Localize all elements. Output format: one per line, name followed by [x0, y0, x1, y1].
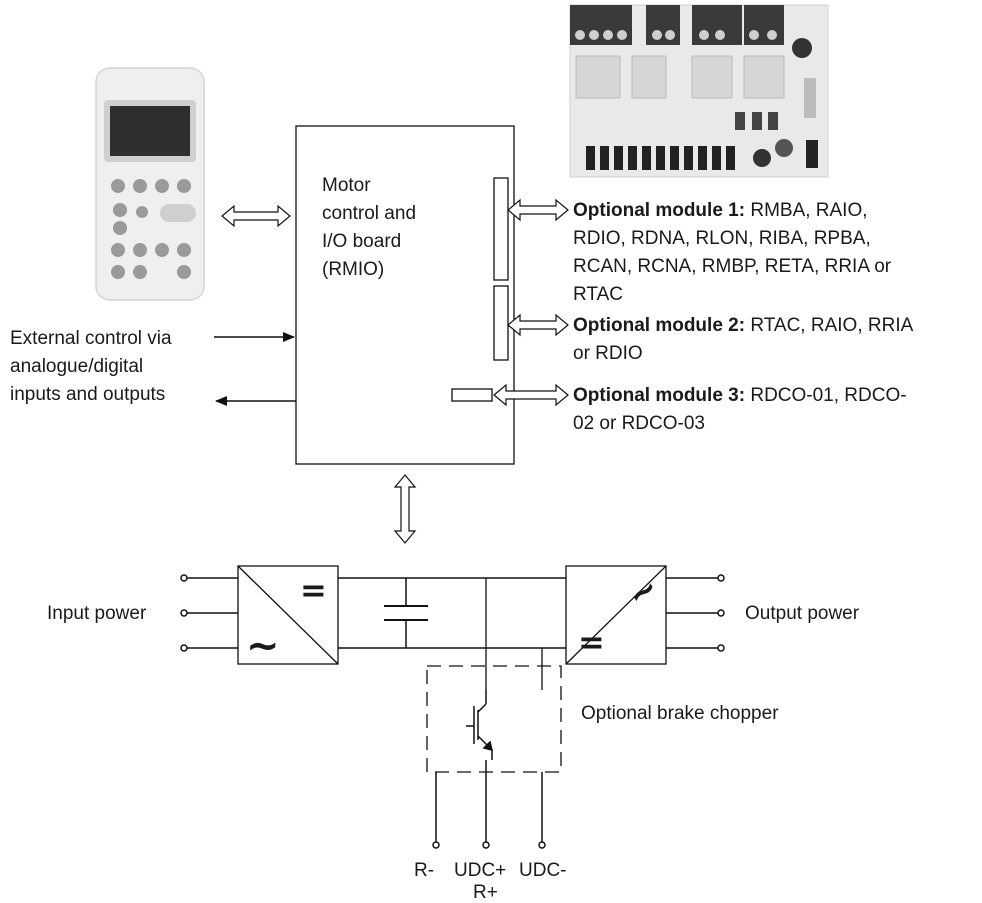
svg-text:RTAC: RTAC [573, 284, 623, 305]
svg-text:inputs and outputs: inputs and outputs [10, 384, 165, 405]
svg-text:=: = [578, 623, 605, 661]
input-power-label: Input power [47, 603, 147, 624]
svg-text:I/O board: I/O board [322, 231, 401, 252]
svg-text:RDIO, RDNA, RLON, RIBA, RPBA,: RDIO, RDNA, RLON, RIBA, RPBA, [573, 228, 871, 249]
optional-module-3-label: Optional module 3: RDCO-01, RDCO- 02 or … [573, 385, 907, 434]
panel-board-link-arrow [221, 204, 291, 228]
module-slot-2 [493, 285, 509, 361]
optional-module-1-label: Optional module 1: RMBA, RAIO, RDIO, RDN… [573, 200, 892, 305]
svg-text:Optional module 1: RMBA, RAIO,: Optional module 1: RMBA, RAIO, [573, 200, 868, 221]
board-power-link-arrow [393, 474, 417, 544]
brake-chopper-label: Optional brake chopper [581, 703, 779, 724]
svg-text:~: ~ [246, 623, 280, 669]
svg-text:RCAN, RCNA, RMBP, RETA, RRIA o: RCAN, RCNA, RMBP, RETA, RRIA or [573, 256, 892, 277]
svg-text:or RDIO: or RDIO [573, 343, 643, 364]
terminal-labels: R- UDC+ UDC- R+ [414, 860, 567, 903]
svg-text:Optional module 3: RDCO-01, RD: Optional module 3: RDCO-01, RDCO- [573, 385, 907, 406]
svg-text:02 or RDCO-03: 02 or RDCO-03 [573, 413, 705, 434]
output-power-label: Output power [745, 603, 860, 624]
svg-text:R+: R+ [473, 882, 498, 903]
svg-text:UDC+: UDC+ [454, 860, 506, 881]
rdco-module-image [569, 4, 829, 178]
output-power-lines [666, 574, 725, 652]
svg-text:=: = [300, 571, 327, 609]
input-power-lines [180, 574, 238, 652]
svg-text:Optional module 2: RTAC, RAIO,: Optional module 2: RTAC, RAIO, RRIA [573, 315, 914, 336]
module-3-link-arrow [493, 383, 569, 407]
external-control-label: External control via analogue/digital in… [10, 328, 172, 405]
svg-text:Motor: Motor [322, 175, 371, 196]
module-slot-3 [451, 388, 493, 402]
svg-text:R-: R- [414, 860, 434, 881]
igbt-transistor-symbol [466, 690, 494, 760]
dc-link-capacitor [384, 605, 428, 621]
module-1-link-arrow [507, 198, 569, 222]
module-slot-1 [493, 177, 509, 281]
svg-text:External control via: External control via [10, 328, 172, 349]
svg-text:UDC-: UDC- [519, 860, 567, 881]
brake-chopper-box [426, 578, 562, 773]
inverter-block: ~ = [565, 565, 667, 665]
optional-module-2-label: Optional module 2: RTAC, RAIO, RRIA or R… [573, 315, 914, 364]
brake-terminal-lines [432, 760, 546, 849]
control-panel-image [95, 67, 205, 301]
svg-text:(RMIO): (RMIO) [322, 259, 384, 280]
dc-bus [338, 577, 566, 649]
rectifier-block: = ~ [237, 565, 339, 669]
motor-control-board-box [295, 125, 515, 465]
svg-text:control and: control and [322, 203, 416, 224]
board-label: Motor control and I/O board (RMIO) [322, 175, 416, 280]
module-2-link-arrow [507, 313, 569, 337]
svg-text:analogue/digital: analogue/digital [10, 356, 143, 377]
